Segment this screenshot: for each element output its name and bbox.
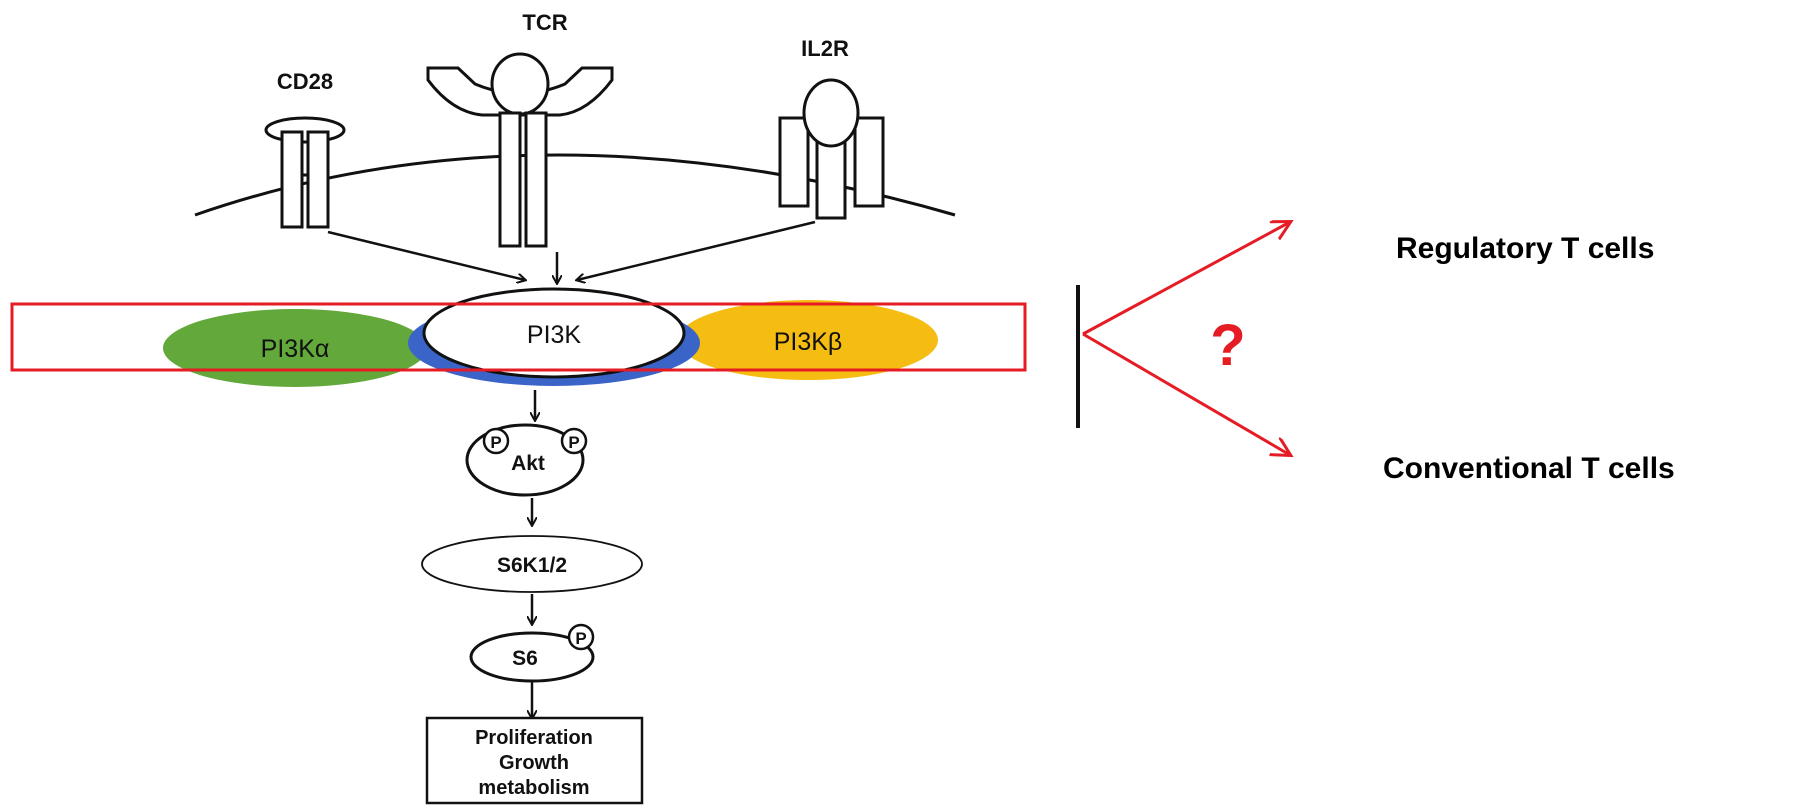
target-conventional-t-cells: Conventional T cells [1383,452,1675,485]
pi3k-beta-oval [678,300,938,380]
arrow-il2r-pi3k [577,220,816,280]
pi3k-label: PI3K [527,321,582,349]
akt-label: Akt [511,452,545,475]
pi3k-highlight-box [10,302,1027,372]
question-mark: ? [1210,313,1245,378]
s6-label: S6 [512,647,538,670]
outcome-line-3: metabolism [478,777,589,799]
red-arrow-upper [1082,222,1290,336]
red-arrow-lower [1082,332,1290,455]
il2r-label: IL2R [801,36,849,61]
outcome-line-1: Proliferation [475,727,593,749]
outcome-line-2: Growth [499,752,569,774]
il2r-receptor [778,78,885,220]
akt-phospho-left-label: P [490,433,501,452]
s6-node [469,631,595,683]
cd28-label: CD28 [277,69,333,94]
arrow-cd28-pi3k [327,230,525,280]
target-regulatory-t-cells: Regulatory T cells [1396,232,1654,265]
pi3k-oval [422,287,686,379]
cd28-receptor [264,116,346,229]
s6k-label: S6K1/2 [497,554,567,577]
akt-phospho-right [560,427,588,455]
s6k-node [421,535,643,593]
tcr-receptor [426,52,614,248]
s6-phospho-label: P [575,629,586,648]
akt-phospho-left [482,427,510,455]
outcome-box [425,716,644,805]
pi3k-beta-label: PI3Kβ [774,328,843,356]
pi3k-alpha-label: PI3Kα [261,335,330,363]
pi3k-alpha-oval [163,309,427,387]
tcr-label: TCR [522,10,567,35]
akt-phospho-right-label: P [568,433,579,452]
s6-phospho [567,623,595,651]
